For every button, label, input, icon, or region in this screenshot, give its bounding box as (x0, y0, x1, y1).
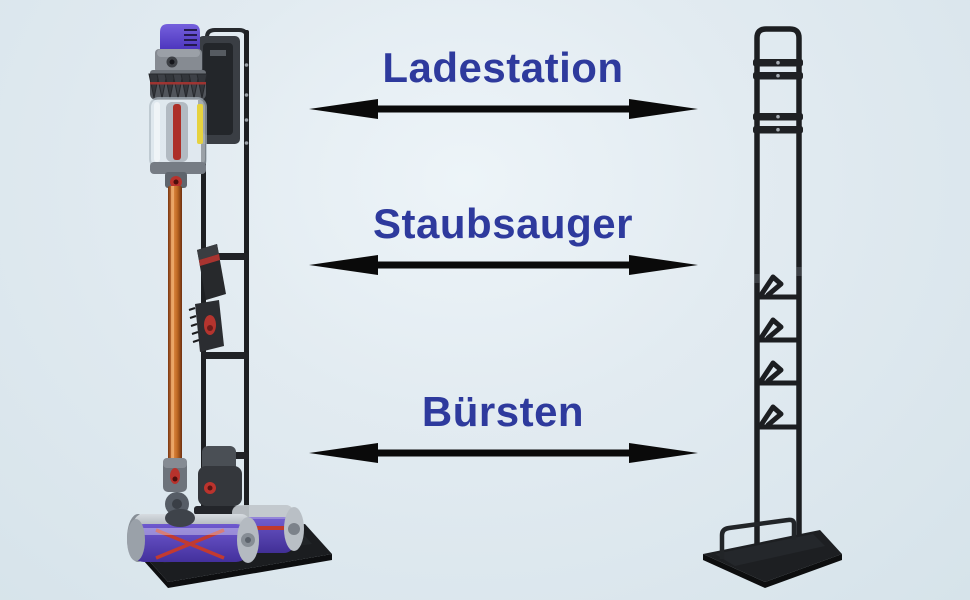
label-buersten: Bürsten (421, 388, 585, 435)
vacuum-on-stand-illustration (127, 24, 332, 588)
mount-crossbars (753, 59, 803, 134)
double-arrow-icon (308, 99, 698, 119)
base-handle-loop (719, 517, 797, 559)
dock-stand (198, 28, 249, 545)
stand-frame (754, 26, 802, 545)
annotation-ladestation: Ladestation (303, 46, 703, 122)
floor-head (127, 514, 259, 563)
label-staubsauger: Staubsauger (373, 200, 633, 247)
double-arrow-icon (308, 255, 698, 275)
vacuum-body (148, 24, 208, 527)
label-ladestation: Ladestation (382, 44, 624, 91)
mini-motor-tool (194, 446, 246, 519)
annotation-buersten: Bürsten (303, 390, 703, 466)
double-arrow-icon (308, 443, 698, 463)
dusting-brush (188, 300, 224, 352)
accessory-hooks (756, 274, 802, 430)
annotation-staubsauger: Staubsauger (303, 202, 703, 278)
empty-stand-illustration (703, 26, 842, 588)
stand-base (703, 517, 842, 588)
crevice-tool (197, 244, 226, 300)
